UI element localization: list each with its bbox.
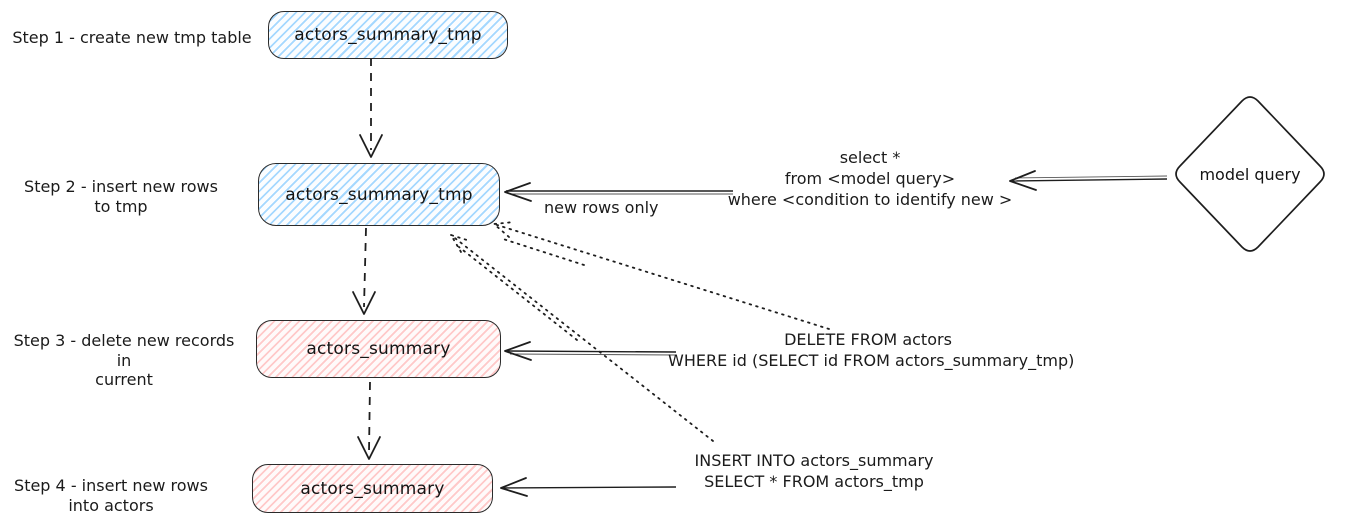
insert-sql-annotation: INSERT INTO actors_summary SELECT * FROM… bbox=[694, 451, 934, 491]
node-label: actors_summary bbox=[306, 339, 451, 359]
delete-sql-annotation: DELETE FROM actors WHERE id (SELECT id F… bbox=[668, 330, 1075, 370]
node-actors-summary-tmp-step1: actors_summary_tmp bbox=[268, 11, 508, 59]
model-query-label: model query bbox=[1199, 165, 1301, 184]
node-actors-summary-step3: actors_summary bbox=[256, 320, 501, 378]
new-rows-only-label: new rows only bbox=[544, 198, 659, 217]
arrow-new-rows-to-tmp bbox=[504, 182, 733, 202]
node-label: actors_summary bbox=[300, 478, 445, 499]
node-label: actors_summary_tmp bbox=[285, 184, 473, 205]
select-query-annotation: select * from <model query> where <condi… bbox=[727, 148, 1013, 209]
arrow-step2-to-step3 bbox=[352, 227, 376, 315]
node-actors-summary-step4: actors_summary bbox=[252, 464, 493, 513]
dotted-arrow-insert-refs-tmp bbox=[449, 233, 714, 442]
dotted-arrow-delete-refs-tmp bbox=[491, 221, 830, 330]
arrow-insert-sql-to-summary bbox=[500, 477, 677, 497]
step1-label: Step 1 - create new tmp table bbox=[12, 28, 252, 47]
arrow-step1-to-step2 bbox=[359, 58, 383, 158]
arrow-delete-sql-to-summary bbox=[504, 341, 677, 361]
step3-label: Step 3 - delete new records in current bbox=[13, 331, 235, 389]
step2-label: Step 2 - insert new rows to tmp bbox=[24, 177, 218, 216]
arrow-step3-to-step4 bbox=[357, 381, 381, 460]
arrow-model-query-to-select bbox=[1009, 170, 1168, 191]
model-query-diamond bbox=[1175, 96, 1325, 252]
step4-label: Step 4 - insert new rows into actors bbox=[14, 476, 208, 515]
node-actors-summary-tmp-step2: actors_summary_tmp bbox=[258, 163, 500, 226]
node-label: actors_summary_tmp bbox=[294, 25, 482, 45]
